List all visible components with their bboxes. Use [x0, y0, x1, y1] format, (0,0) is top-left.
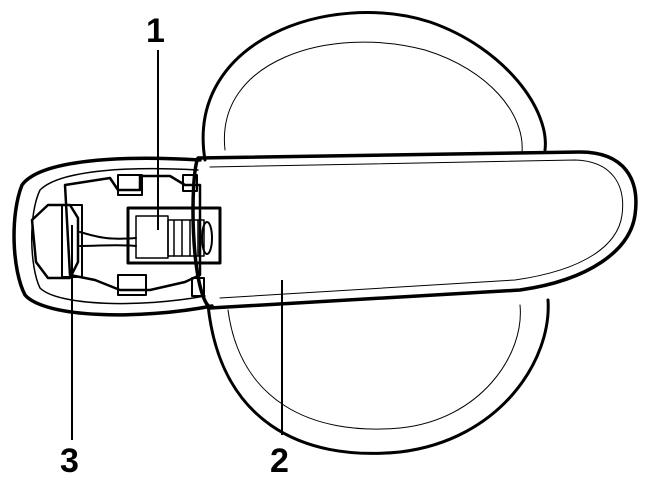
callout-1: 1 — [146, 12, 165, 50]
handle-bracket — [12, 156, 214, 317]
callout-2: 2 — [270, 442, 289, 480]
handle-recess — [201, 11, 550, 455]
door-handle — [191, 150, 638, 310]
lock-cylinder — [126, 206, 222, 265]
callout-3: 3 — [60, 442, 79, 480]
switch — [30, 203, 137, 280]
leader-lines — [71, 50, 283, 440]
